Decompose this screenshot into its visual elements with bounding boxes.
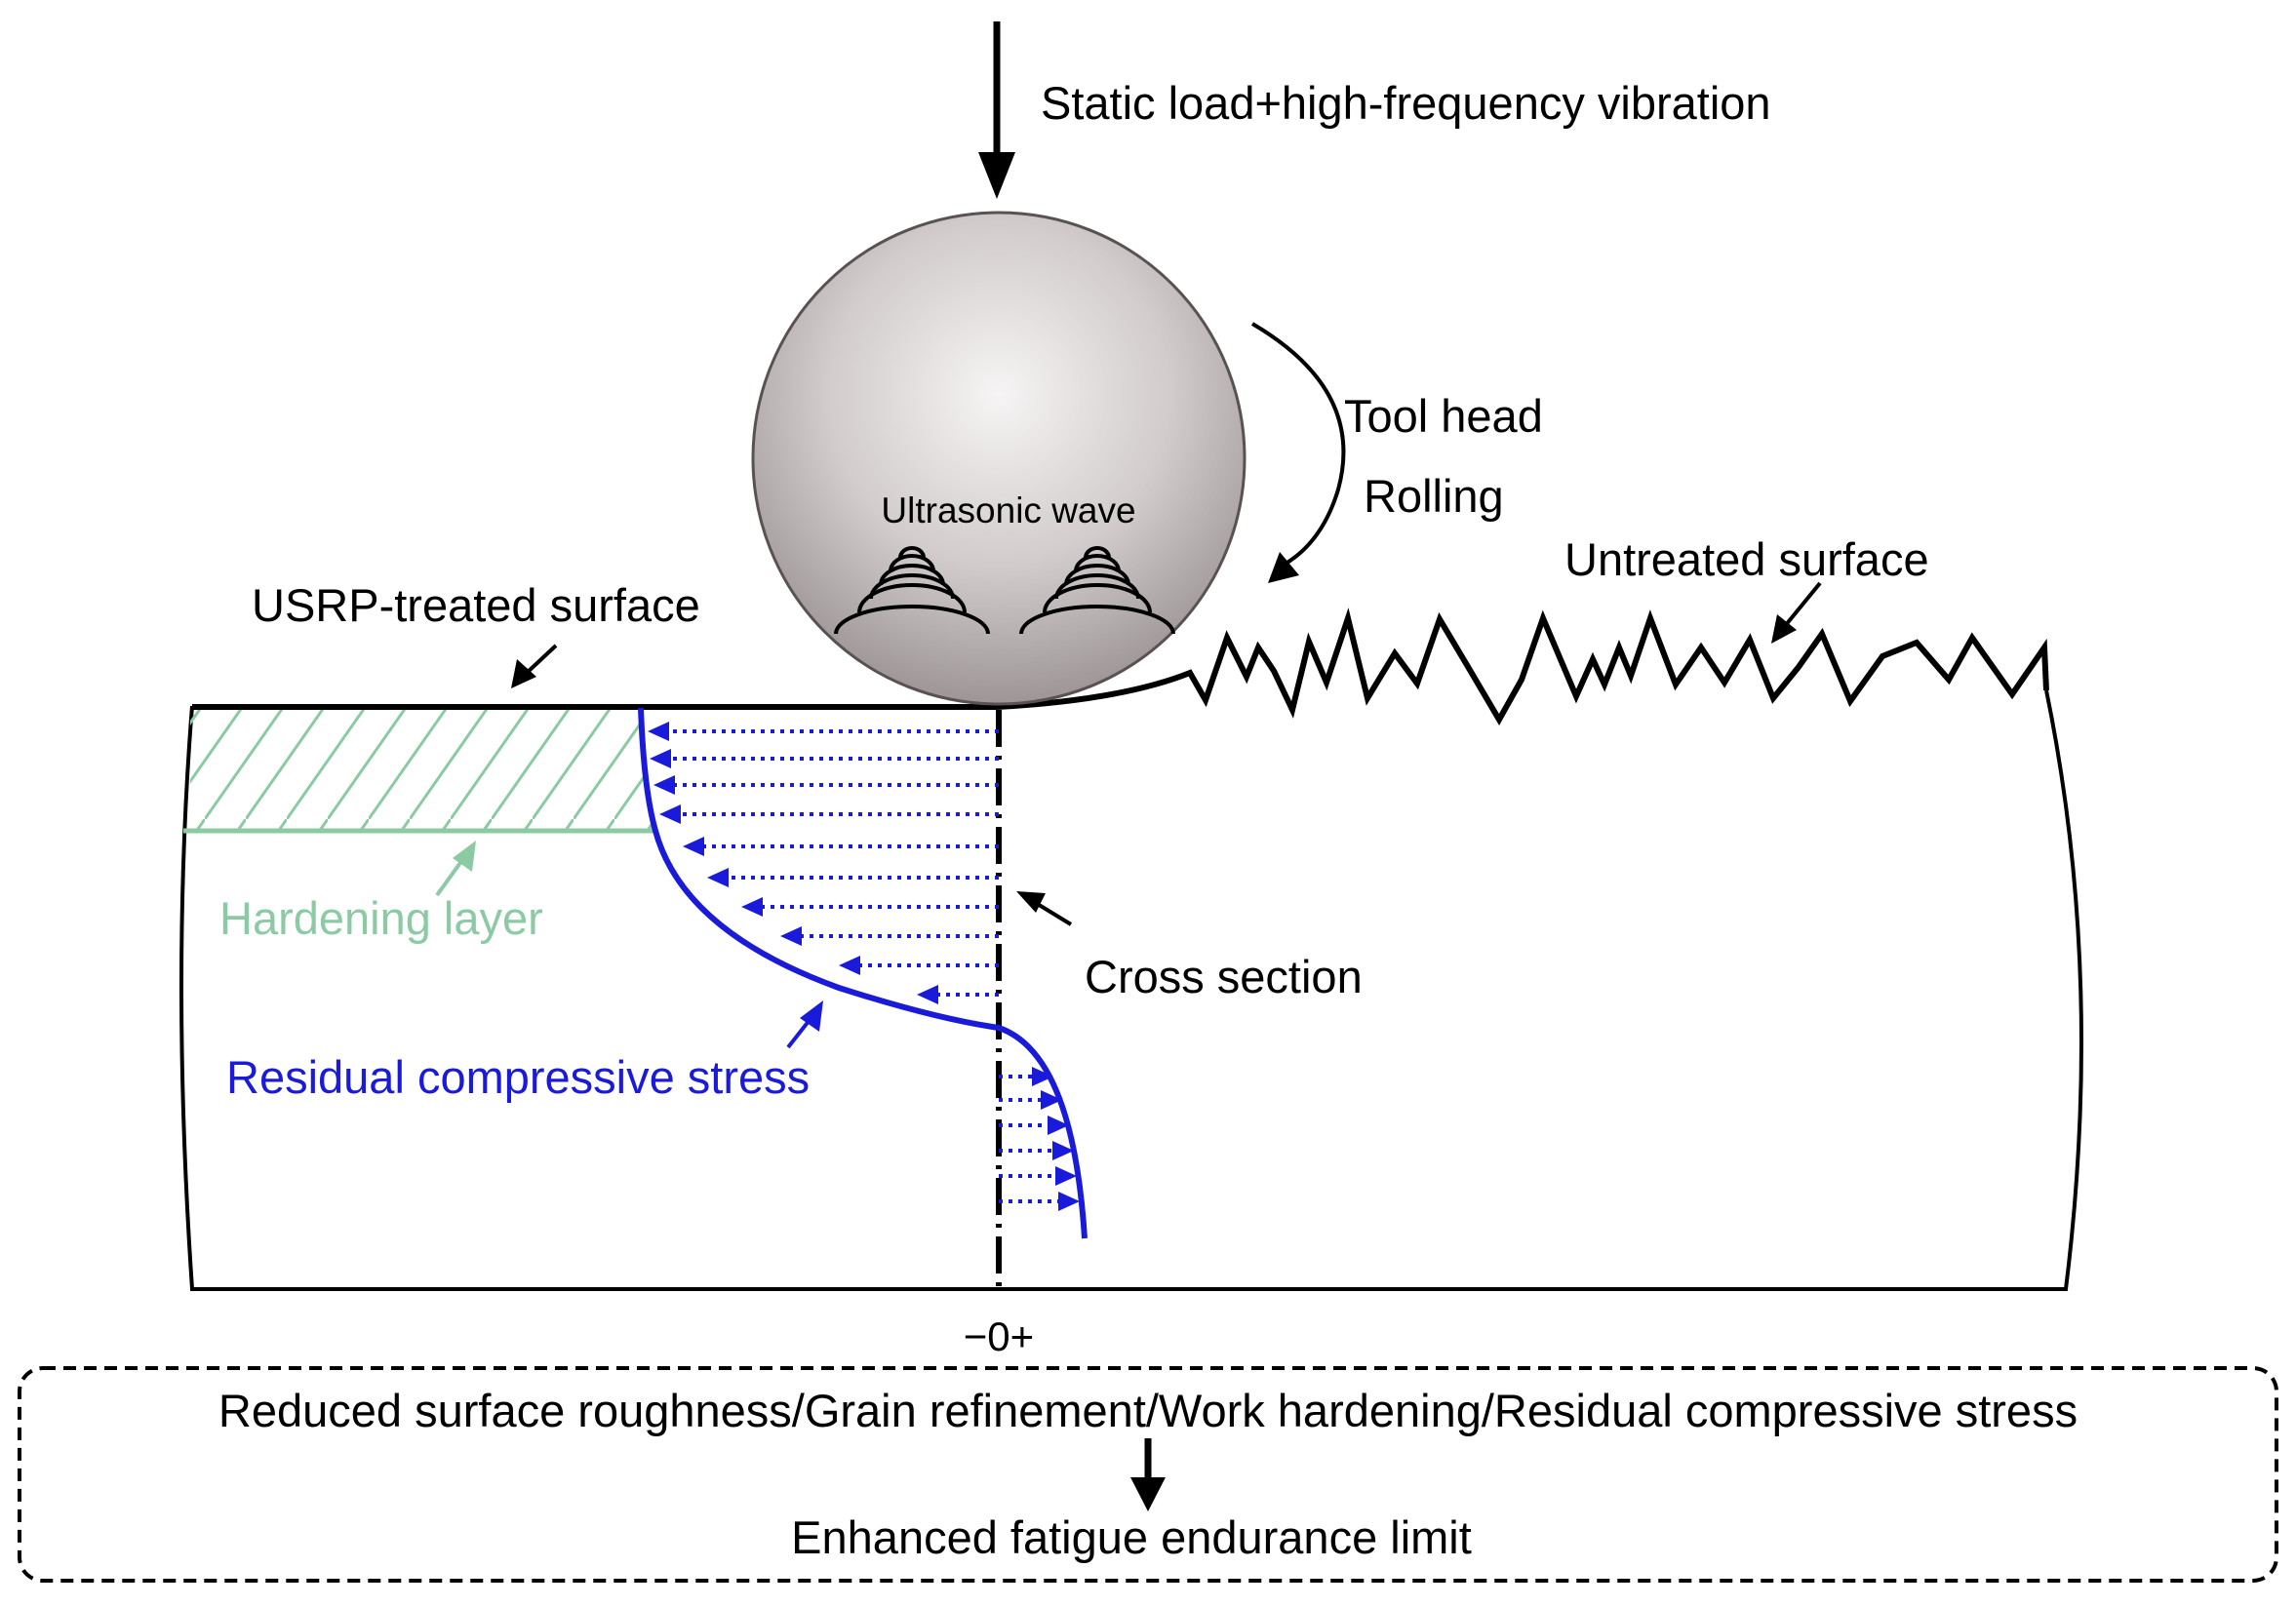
stress-arrow-head xyxy=(741,897,763,917)
treated-surface-arrow xyxy=(511,644,558,688)
ultrasonic-wave-icon-left xyxy=(834,546,990,635)
untreated-surface-label: Untreated surface xyxy=(1564,533,1929,585)
workpiece-body xyxy=(179,689,2083,1291)
summary-result-text: Enhanced fatigue endurance limit xyxy=(791,1511,1472,1563)
stress-arrow-head xyxy=(1041,1090,1062,1110)
stress-arrow-head xyxy=(839,956,860,975)
stress-arrow-head xyxy=(659,804,681,824)
tool-head-label: Tool head xyxy=(1344,390,1543,442)
hardening-layer-hatch xyxy=(190,708,655,831)
residual-stress-arrow xyxy=(786,1000,823,1049)
stress-arrows xyxy=(648,722,1080,1211)
rolling-label: Rolling xyxy=(1364,470,1504,522)
stress-arrow-head xyxy=(1048,1116,1069,1135)
untreated-surface-line xyxy=(996,608,2049,726)
residual-stress-label: Residual compressive stress xyxy=(226,1051,810,1103)
axis-sign-label: −0+ xyxy=(964,1313,1034,1359)
summary-down-arrow xyxy=(1130,1438,1166,1511)
hardening-layer-arrow xyxy=(435,841,476,897)
hardening-layer-label: Hardening layer xyxy=(219,892,543,944)
stress-arrow-head xyxy=(1058,1192,1080,1211)
stress-arrow-head xyxy=(1032,1067,1053,1086)
stress-arrow-head xyxy=(648,722,669,741)
rolling-arrow xyxy=(1250,322,1346,583)
stress-arrow-head xyxy=(650,749,671,768)
residual-stress-curve xyxy=(638,707,1088,1239)
load-label: Static load+high-frequency vibration xyxy=(1041,77,1771,129)
cross-section-label: Cross section xyxy=(1085,951,1363,1002)
ultrasonic-wave-icon-right xyxy=(1019,546,1175,635)
load-arrow xyxy=(978,21,1015,199)
untreated-surface-arrow xyxy=(1771,581,1822,644)
ultrasonic-wave-label: Ultrasonic wave xyxy=(881,490,1135,530)
cross-section-arrow xyxy=(1016,891,1073,926)
summary-effects-text: Reduced surface roughness/Grain refineme… xyxy=(218,1385,2078,1436)
stress-arrow-head xyxy=(1052,1141,1074,1160)
stress-arrow-head xyxy=(917,985,938,1004)
stress-arrow-head xyxy=(1055,1166,1077,1186)
stress-arrow-head xyxy=(683,837,704,856)
stress-arrow-head xyxy=(653,775,675,795)
summary-box xyxy=(18,1366,2278,1583)
stress-arrow-head xyxy=(780,926,802,946)
stress-arrow-head xyxy=(707,868,729,887)
treated-surface-label: USRP-treated surface xyxy=(252,579,700,631)
